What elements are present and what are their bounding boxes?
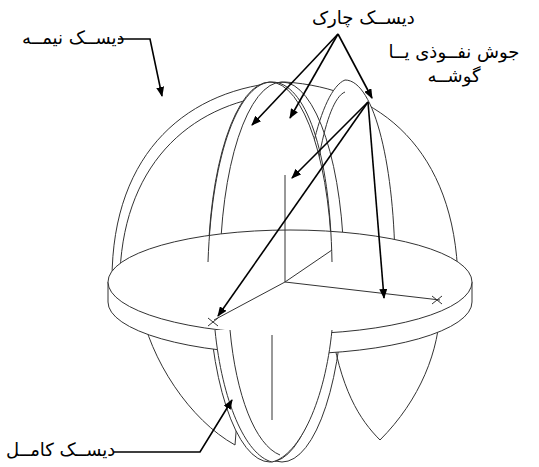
- weld-label: جوش نفــوذی یــا گوشــه: [374, 40, 534, 89]
- leader-lines: [114, 34, 384, 452]
- part-label: دیســک کامــل: [6, 438, 115, 462]
- part-label: دیســک چارک: [312, 6, 415, 30]
- part-label: دیســک نیمــه: [22, 26, 125, 50]
